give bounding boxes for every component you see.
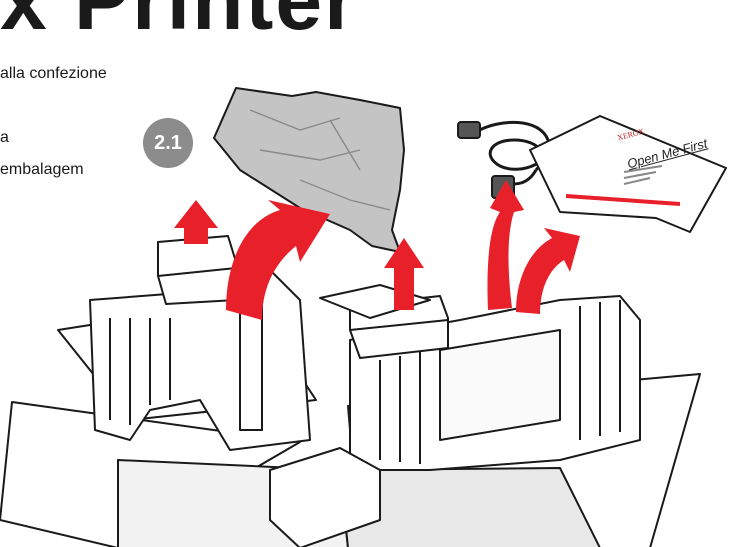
plug-end [458, 122, 480, 138]
step-number-badge: 2.1 [143, 118, 193, 168]
